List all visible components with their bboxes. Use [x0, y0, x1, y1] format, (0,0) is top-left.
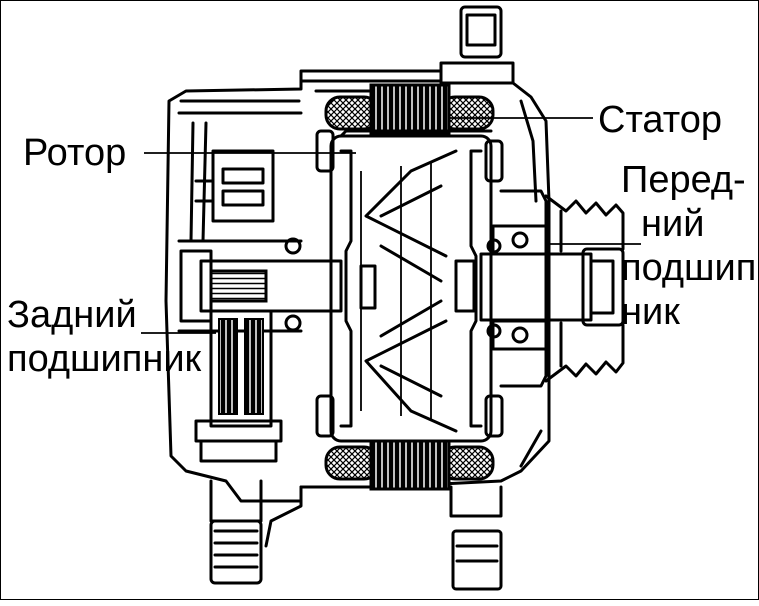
front-bearing-label-line-4: ник — [621, 291, 680, 333]
front-bearing-label-line-2: ний — [641, 203, 705, 245]
front-bearing-label-line-1: Перед- — [621, 159, 746, 201]
rotor — [329, 129, 493, 443]
slip-rings — [177, 239, 303, 333]
brush-holder — [194, 149, 275, 223]
rear-bearing-label-line-1: Задний — [7, 294, 137, 336]
stator-windings — [324, 83, 495, 491]
leader-lines — [141, 117, 641, 334]
front-bearing-label-line-3: подшип — [621, 247, 757, 289]
rear-bearing-label-line-2: подшипник — [7, 338, 202, 380]
top-terminal — [439, 5, 515, 85]
housing — [164, 69, 551, 548]
rotor-label: Ротор — [23, 132, 127, 174]
fan-and-bolts — [284, 129, 504, 438]
front-bearing — [491, 189, 550, 388]
bottom-terminals — [209, 519, 503, 591]
rear-bearing — [194, 309, 283, 463]
stator-label: Статор — [598, 99, 722, 141]
